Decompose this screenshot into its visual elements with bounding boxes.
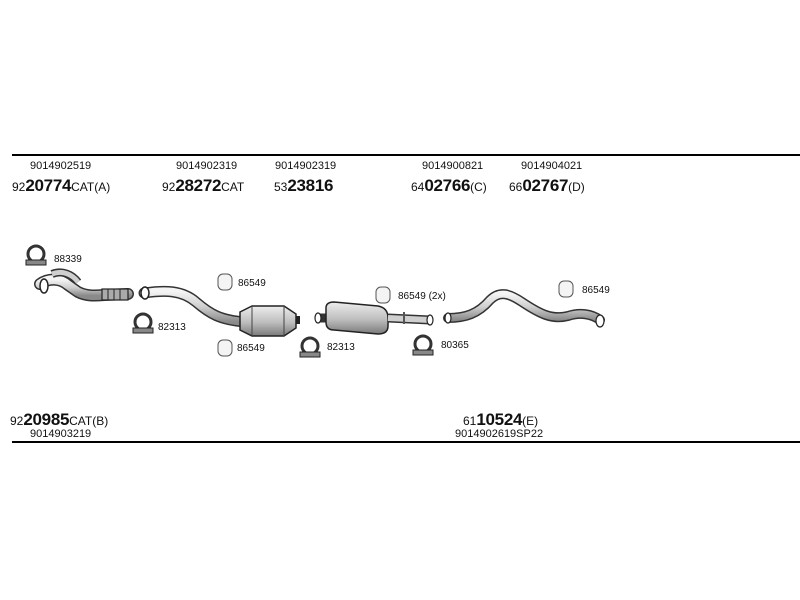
code-prefix: 64 <box>411 180 425 194</box>
clamp-icon-82313-left <box>132 312 154 334</box>
code-bold: 20774 <box>25 176 72 195</box>
callout-88339: 88339 <box>54 254 82 265</box>
code-prefix: 53 <box>274 180 288 194</box>
part-number-4: 9014900821 <box>422 160 484 172</box>
part-code-2[interactable]: 9228272CAT <box>162 177 244 194</box>
code-prefix: 92 <box>10 414 24 428</box>
callout-86549-muffler: 86549 (2x) <box>398 291 446 302</box>
callout-86549-cat-bottom: 86549 <box>237 343 265 354</box>
code-suffix: (D) <box>568 180 585 194</box>
part-code-6[interactable]: 9220985CAT(B) <box>10 411 108 428</box>
code-bold: 23816 <box>287 176 334 195</box>
hanger-icon-muffler <box>375 286 391 304</box>
clamp-icon-80365 <box>412 334 434 356</box>
part-code-4[interactable]: 6402766(C) <box>411 177 487 194</box>
code-prefix: 92 <box>12 180 26 194</box>
callout-82313-center: 82313 <box>327 342 355 353</box>
code-bold: 02766 <box>424 176 471 195</box>
tail-pipe-assembly <box>443 289 605 328</box>
part-code-1[interactable]: 9220774CAT(A) <box>12 177 110 194</box>
code-suffix: CAT <box>221 180 245 194</box>
callout-82313-left: 82313 <box>158 322 186 333</box>
code-prefix: 92 <box>162 180 176 194</box>
front-pipe <box>34 268 134 302</box>
code-bold: 20985 <box>23 410 70 429</box>
part-number-5: 9014904021 <box>521 160 583 172</box>
code-suffix: CAT(A) <box>71 180 111 194</box>
hanger-icon-tail <box>558 280 574 298</box>
catalytic-converter <box>138 285 300 337</box>
part-number-7: 9014902619SP22 <box>455 428 544 440</box>
part-number-3: 9014902319 <box>275 160 337 172</box>
callout-86549-cat-top: 86549 <box>238 278 266 289</box>
callout-80365: 80365 <box>441 340 469 351</box>
code-suffix: (C) <box>470 180 487 194</box>
code-bold: 02767 <box>522 176 569 195</box>
code-bold: 28272 <box>175 176 222 195</box>
code-bold: 10524 <box>476 410 523 429</box>
part-code-3[interactable]: 5323816 <box>274 177 333 194</box>
code-suffix: CAT(B) <box>69 414 109 428</box>
middle-muffler <box>314 301 434 335</box>
code-suffix: (E) <box>522 414 539 428</box>
clamp-icon-88339 <box>25 244 47 266</box>
code-prefix: 61 <box>463 414 477 428</box>
top-divider-line <box>12 154 800 156</box>
part-number-1: 9014902519 <box>30 160 92 172</box>
clamp-icon-82313-center <box>299 336 321 358</box>
part-number-2: 9014902319 <box>176 160 238 172</box>
part-number-6: 9014903219 <box>30 428 92 440</box>
part-code-7[interactable]: 6110524(E) <box>463 411 538 428</box>
bottom-divider-line <box>12 441 800 443</box>
part-code-5[interactable]: 6602767(D) <box>509 177 585 194</box>
hanger-icon-cat-bottom <box>217 339 233 357</box>
hanger-icon-cat-top <box>217 273 233 291</box>
code-prefix: 66 <box>509 180 523 194</box>
callout-86549-tail: 86549 <box>582 285 610 296</box>
